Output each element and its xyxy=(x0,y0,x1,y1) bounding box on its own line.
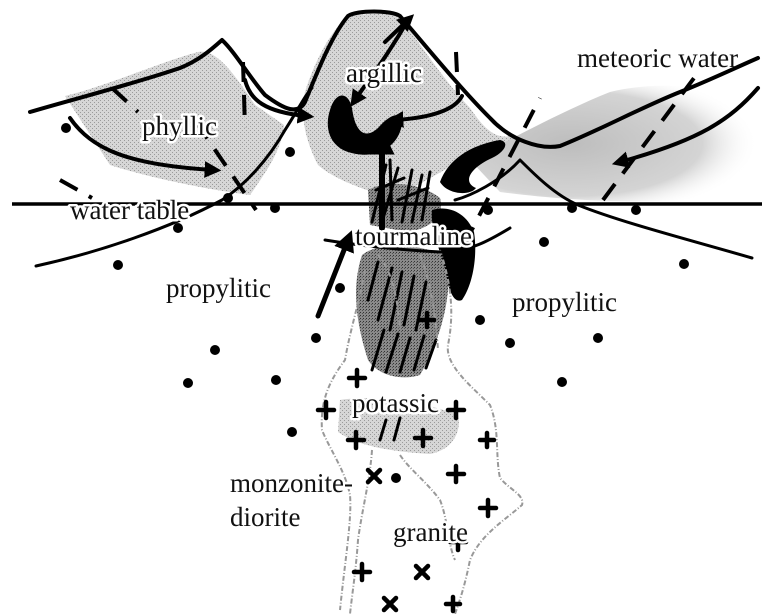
granite-label: granite xyxy=(393,517,468,547)
monzonite-diorite-label-line1: monzonite- xyxy=(230,468,353,498)
propylitic-right-label: propylitic xyxy=(512,287,617,317)
potassic-label: potassic xyxy=(352,388,439,418)
tourmaline-label: tourmaline xyxy=(355,221,472,251)
propylitic-left-label: propylitic xyxy=(166,273,271,303)
phyllic-label: phyllic xyxy=(142,111,217,141)
meteoric-water-label: meteoric water xyxy=(577,43,738,73)
left-upflow-arrow xyxy=(318,240,348,316)
monzonite-diorite-label-line2: diorite xyxy=(230,502,300,532)
water-table-label: water table xyxy=(70,195,189,225)
argillic-label: argillic xyxy=(346,58,422,88)
